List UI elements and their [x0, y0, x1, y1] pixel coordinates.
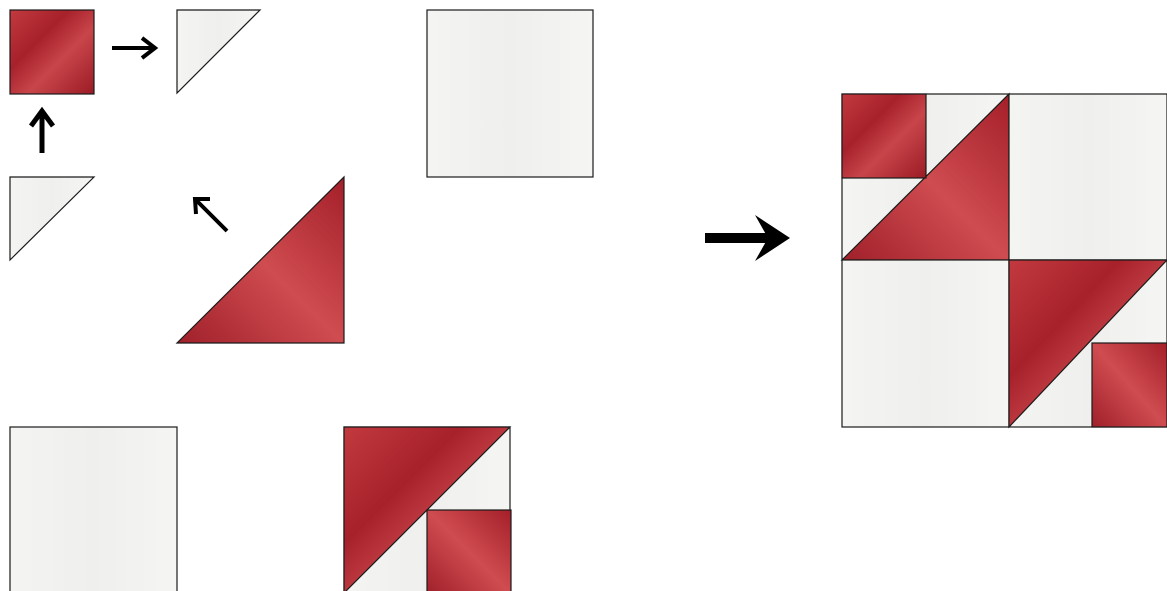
cream-square-top-right	[427, 10, 593, 177]
assembled-block	[842, 94, 1167, 427]
red-square-small	[10, 10, 94, 94]
arrow-up-icon	[31, 111, 53, 153]
unit-bottom-right	[344, 427, 511, 591]
cream-triangle-left	[10, 177, 94, 260]
arrow-up-left-icon	[195, 199, 227, 231]
cream-square-bottom-left	[10, 427, 177, 591]
cream-triangle-top	[177, 10, 260, 93]
result-arrow-icon	[705, 215, 790, 261]
red-triangle-large	[177, 177, 344, 343]
arrow-right-icon	[112, 38, 155, 58]
